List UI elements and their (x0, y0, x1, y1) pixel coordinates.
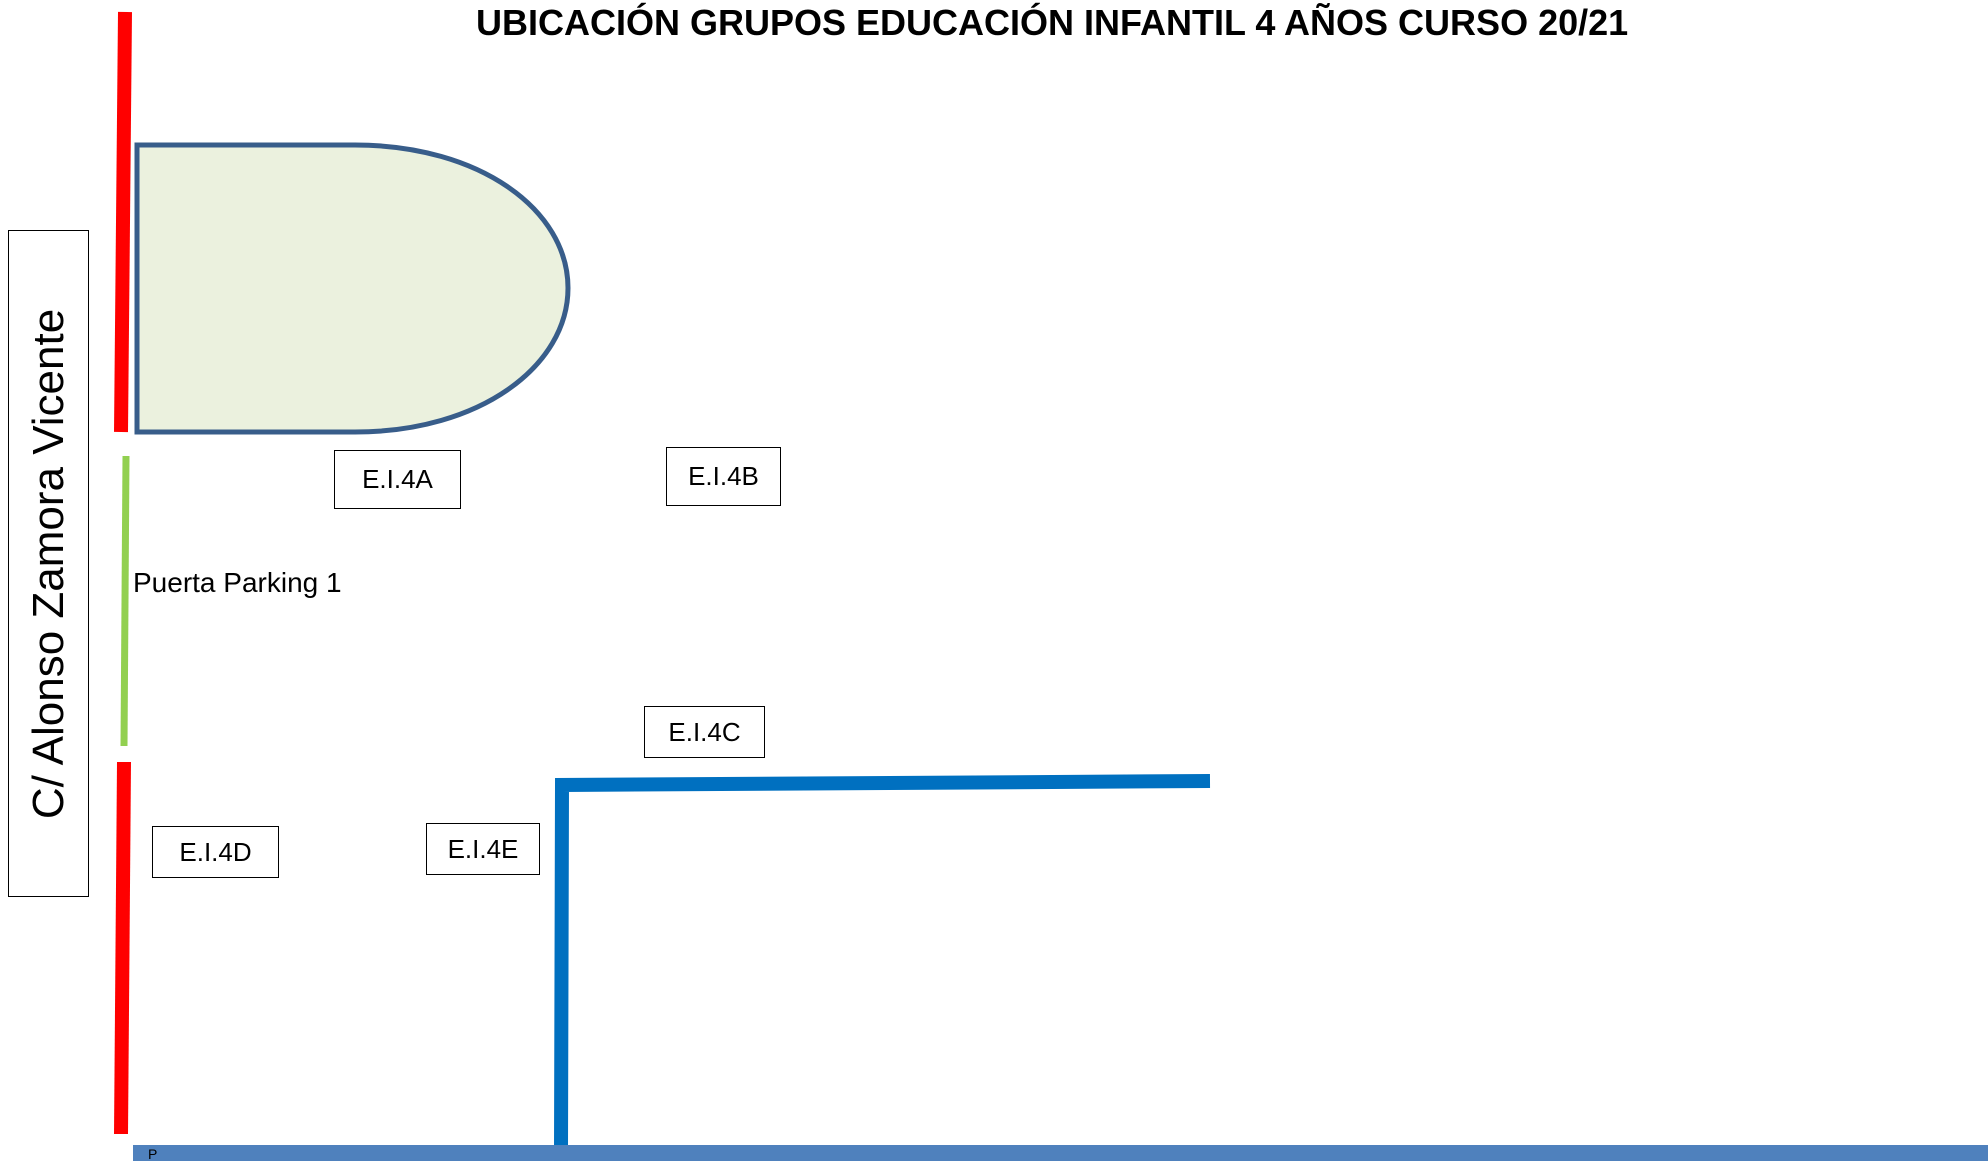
building (134, 142, 571, 435)
group-box-4e[interactable]: E.I.4E (426, 823, 540, 875)
group-box-4d[interactable]: E.I.4D (152, 826, 279, 878)
group-box-4c[interactable]: E.I.4C (644, 706, 765, 758)
street-label: C/ Alonso Zamora Vicente (23, 308, 73, 819)
group-box-4a[interactable]: E.I.4A (334, 450, 461, 509)
wall-top (114, 11, 132, 433)
parking-gate[interactable] (120, 455, 130, 747)
fence (554, 774, 1211, 1151)
bottom-label: P (148, 1148, 158, 1161)
street-sign: C/ Alonso Zamora Vicente (8, 230, 89, 897)
bottom-bar (133, 1145, 1988, 1161)
page-title: UBICACIÓN GRUPOS EDUCACIÓN INFANTIL 4 AÑ… (476, 2, 1629, 43)
wall-bottom (114, 761, 131, 1135)
gate-label: Puerta Parking 1 (133, 567, 342, 598)
group-box-4b[interactable]: E.I.4B (666, 447, 781, 506)
